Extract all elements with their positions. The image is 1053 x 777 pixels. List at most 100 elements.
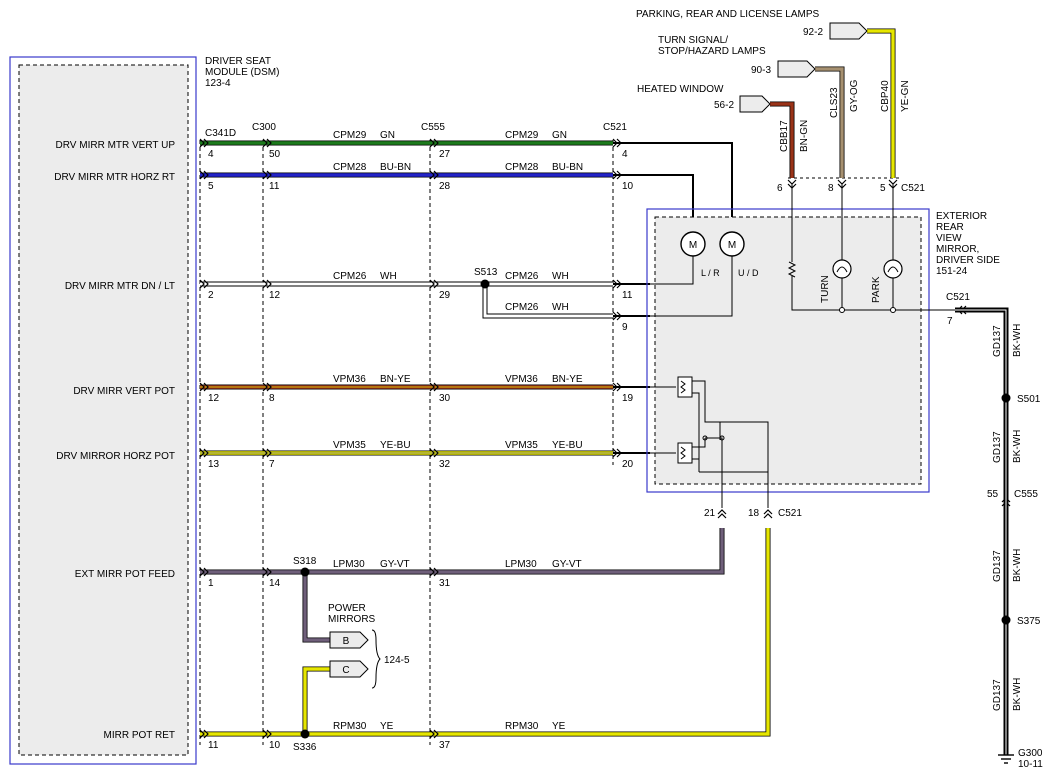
- circuit-id: CPM26: [505, 302, 539, 313]
- lamp-feed-wires: [770, 28, 896, 178]
- c555-label: C555: [421, 122, 445, 133]
- pin-num: 30: [439, 393, 451, 404]
- lamp-labels: PARKING, REAR AND LICENSE LAMPS 92-2 TUR…: [636, 9, 911, 152]
- c341d-label: C341D: [205, 128, 236, 139]
- pin-num: 7: [269, 459, 275, 470]
- circuit-id: CPM28: [505, 162, 539, 173]
- circuit-color: GN: [552, 130, 567, 141]
- splice-s336: S336: [293, 742, 317, 753]
- dsm-title-line1: DRIVER SEAT: [205, 56, 271, 67]
- cls23-label: CLS23: [829, 87, 840, 118]
- pin-numbers: 4 50 27 4 5 11 28 10 2 12 29 11 9 12 8 3…: [208, 149, 802, 751]
- pin-label-horz-rt: DRV MIRR MTR HORZ RT: [54, 172, 175, 183]
- c521-label-bottom: C521: [778, 508, 802, 519]
- circuit-color: BU-BN: [552, 162, 583, 173]
- mirror-title-line1: EXTERIOR: [936, 211, 987, 222]
- circuit-color: YE: [552, 721, 566, 732]
- wire-lpm30: [200, 528, 725, 643]
- c521-label-ground: C521: [946, 292, 970, 303]
- circuit-id: RPM30: [333, 721, 367, 732]
- wire-rpm30: [200, 528, 771, 739]
- gd137-label: GD137: [992, 679, 1003, 711]
- pin-num: 12: [208, 393, 220, 404]
- pin-num: 14: [269, 578, 281, 589]
- parking-lamps-ref: 92-2: [803, 27, 823, 38]
- circuit-color: GY-VT: [552, 559, 582, 570]
- power-mirrors-page-ref: 124-5: [384, 655, 410, 666]
- circuit-id: VPM36: [333, 374, 366, 385]
- pin-num: 20: [622, 459, 634, 470]
- pin-num: 27: [439, 149, 451, 160]
- motor-ud-label: U / D: [738, 268, 759, 278]
- wire-cpm29: [200, 140, 733, 232]
- pin-num: 10: [269, 740, 281, 751]
- pin-label-dn-lt: DRV MIRR MTR DN / LT: [65, 281, 175, 292]
- circuit-id: CPM26: [333, 271, 367, 282]
- cbb17-color: BN-GN: [799, 120, 810, 152]
- circuit-color: YE-BU: [552, 440, 583, 451]
- pin-num: 11: [622, 290, 633, 301]
- circuit-color: YE-BU: [380, 440, 411, 451]
- power-mirrors-line1: POWER: [328, 603, 366, 614]
- ground-labels: GD137 BK-WH S501 GD137 BK-WH 55 C555 GD1…: [987, 324, 1043, 770]
- motor-lr-label: L / R: [701, 268, 720, 278]
- turn-lamps-ref: 90-3: [751, 65, 771, 76]
- motor-lr-symbol: M: [689, 240, 697, 251]
- circuit-color: YE: [380, 721, 394, 732]
- circuit-id: LPM30: [333, 559, 365, 570]
- pin-num: 8: [269, 393, 275, 404]
- mirror-lamps: TURN PARK: [787, 177, 955, 313]
- splice-s513: S513: [474, 267, 498, 278]
- gd137-label: GD137: [992, 550, 1003, 582]
- pin-label-pot-ret: MIRR POT RET: [104, 730, 175, 741]
- pin-num: 7: [947, 316, 953, 327]
- mirror-title-line4: MIRROR,: [936, 244, 979, 255]
- gd137-color: BK-WH: [1012, 678, 1023, 711]
- circuit-id: VPM35: [333, 440, 366, 451]
- dsm-title-line2: MODULE (DSM): [205, 67, 279, 78]
- wire-cpm28: [200, 172, 694, 232]
- pin-num: 13: [208, 459, 220, 470]
- pin-num: 12: [269, 290, 281, 301]
- mirror-title-line2: REAR: [936, 222, 964, 233]
- pin-num: 4: [622, 149, 628, 160]
- c300-label: C300: [252, 122, 276, 133]
- dsm-ref: 123-4: [205, 78, 231, 89]
- pin-num: 5: [880, 183, 886, 194]
- c521-label-lamps: C521: [901, 183, 925, 194]
- pin-num: 4: [208, 149, 214, 160]
- connector-lines: [199, 140, 614, 745]
- power-mirrors-line2: MIRRORS: [328, 614, 376, 625]
- circuit-color: BN-YE: [552, 374, 583, 385]
- cls23-color: GY-OG: [849, 79, 860, 112]
- power-mirrors-ref: POWER MIRRORS B C 124-5: [328, 603, 410, 689]
- pin-num: 55: [987, 489, 999, 500]
- circuit-id: VPM35: [505, 440, 538, 451]
- circuit-labels: CPM29 GN CPM29 GN CPM28 BU-BN CPM28 BU-B…: [333, 130, 583, 732]
- pin-num: 32: [439, 459, 451, 470]
- circuit-color: GN: [380, 130, 395, 141]
- wire-cpm26: [200, 279, 650, 319]
- c521-label-top: C521: [603, 122, 627, 133]
- parking-lamps-label: PARKING, REAR AND LICENSE LAMPS: [636, 9, 820, 20]
- pin-label-vert-pot: DRV MIRR VERT POT: [73, 386, 175, 397]
- motor-ud: M U / D: [650, 231, 759, 317]
- pin-num: 29: [439, 290, 451, 301]
- gd137-label: GD137: [992, 325, 1003, 357]
- pin-num: 18: [748, 508, 760, 519]
- pin-num: 31: [439, 578, 451, 589]
- pin-num: 9: [622, 322, 628, 333]
- pin-label-vert-up: DRV MIRR MTR VERT UP: [56, 140, 176, 151]
- splice-s318: S318: [293, 556, 317, 567]
- g300-ref: 10-11: [1018, 759, 1043, 770]
- motor-lr: M L / R: [650, 231, 720, 285]
- circuit-id: LPM30: [505, 559, 537, 570]
- splice-s501: S501: [1017, 394, 1041, 405]
- mirror-title-line3: VIEW: [936, 233, 962, 244]
- circuit-id: RPM30: [505, 721, 539, 732]
- position-sensors: [650, 376, 769, 508]
- gd137-color: BK-WH: [1012, 430, 1023, 463]
- gd137-label: GD137: [992, 431, 1003, 463]
- circuit-id: CPM28: [333, 162, 367, 173]
